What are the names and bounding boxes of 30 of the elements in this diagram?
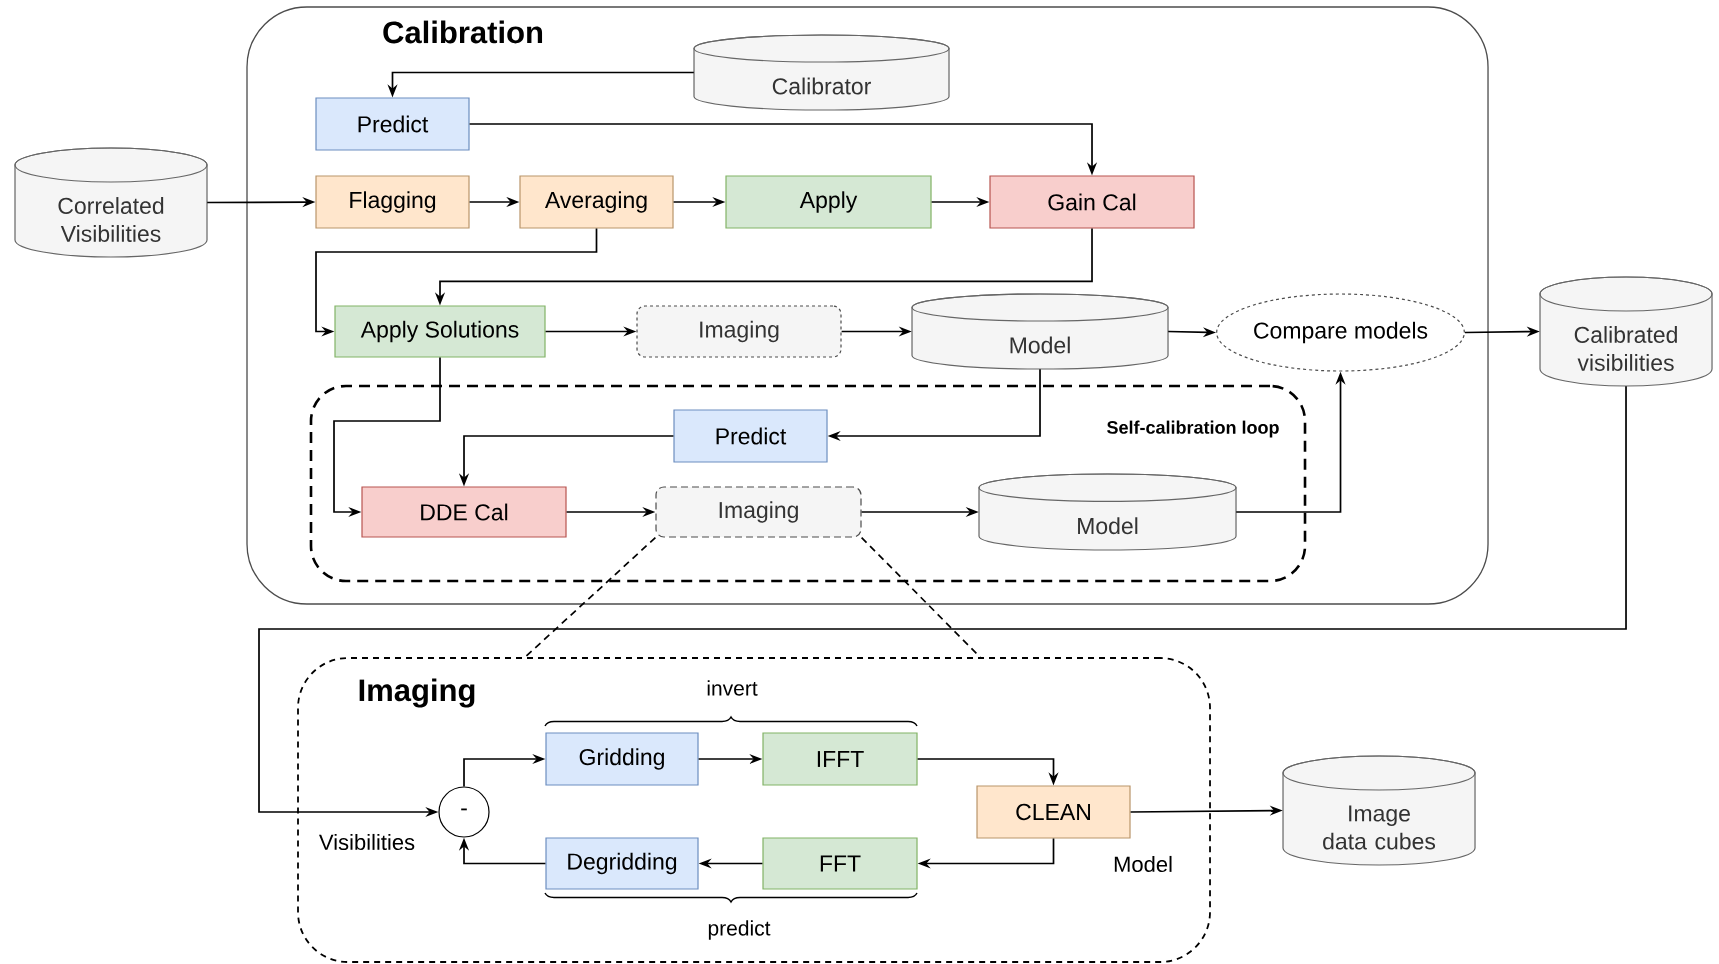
- database-cylinder: Calibrator: [693, 34, 950, 111]
- process-box: FFT: [762, 837, 918, 890]
- brace-label: predict: [708, 920, 771, 940]
- process-box: Degridding: [545, 837, 699, 890]
- process-box: Apply: [725, 175, 932, 229]
- process-box: Imaging: [655, 486, 862, 538]
- database-cylinder: Model: [911, 293, 1169, 370]
- process-box: CLEAN: [976, 785, 1131, 839]
- dashed-line: [524, 536, 657, 658]
- process-box: Flagging: [315, 175, 470, 229]
- edge-label: Model: [1111, 853, 1175, 875]
- process-box: Predict: [673, 409, 828, 463]
- database-cylinder: Image data cubes: [1282, 755, 1476, 866]
- group-heading: Calibration: [383, 20, 543, 44]
- process-box: Imaging: [636, 305, 842, 358]
- process-box: IFFT: [762, 732, 918, 786]
- process-box: Gain Cal: [989, 175, 1195, 229]
- process-box: Gridding: [545, 732, 699, 786]
- dashed-line: [860, 536, 981, 658]
- process-box: Apply Solutions: [334, 305, 546, 358]
- process-box: Predict: [315, 97, 470, 151]
- process-box: Averaging: [519, 175, 674, 229]
- group-heading: Self-calibration loop: [1107, 420, 1279, 438]
- group-heading: Imaging: [359, 678, 475, 708]
- brace-label: invert: [707, 680, 758, 696]
- edge-label: Visibilities: [316, 831, 418, 853]
- database-cylinder: Calibrated visibilities: [1539, 276, 1713, 387]
- process-box: DDE Cal: [361, 486, 567, 538]
- database-cylinder: Correlated Visibilities: [14, 147, 208, 258]
- database-cylinder: Model: [978, 473, 1237, 551]
